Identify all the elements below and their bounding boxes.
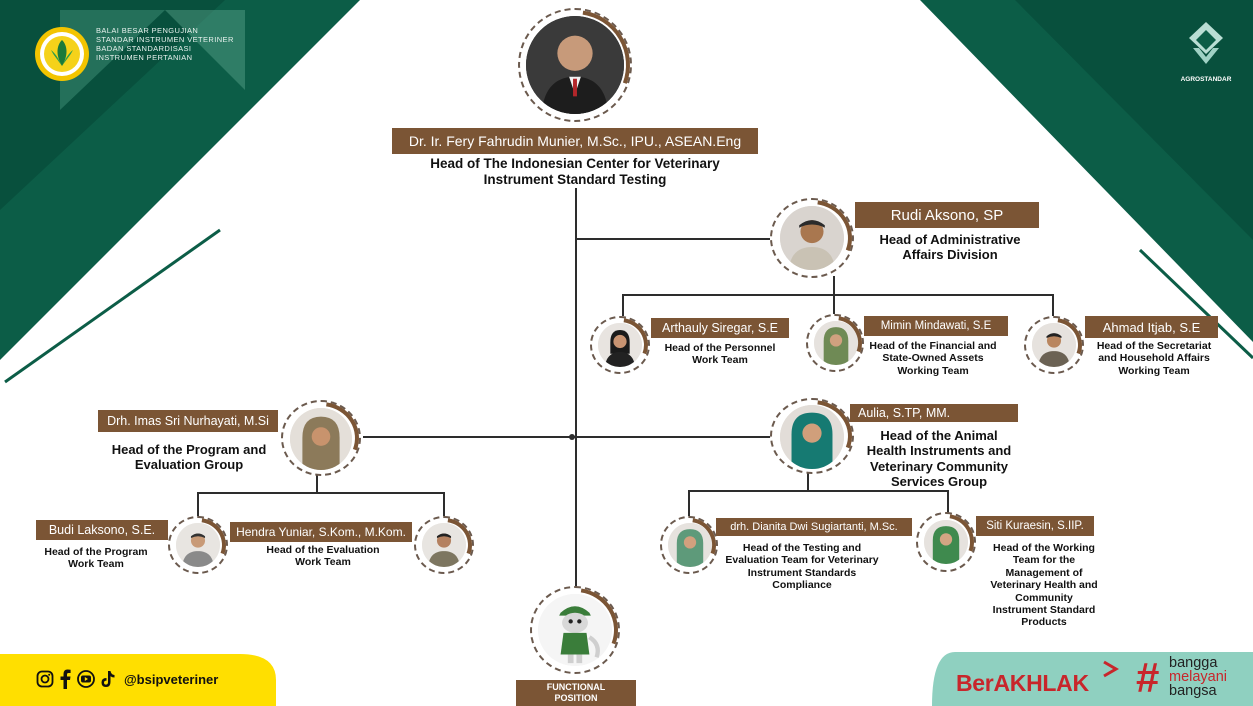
secretariat-photo-frame bbox=[1024, 316, 1084, 374]
animal-teams-bar bbox=[688, 490, 948, 492]
animal-name-tag: Aulia, S.TP, MM. bbox=[850, 404, 1018, 422]
facebook-icon[interactable] bbox=[58, 669, 72, 689]
social-handle[interactable]: @bsipveteriner bbox=[124, 671, 219, 687]
working-team-photo-frame bbox=[916, 512, 976, 572]
institution-name: BALAI BESAR PENGUJIAN STANDAR INSTRUMEN … bbox=[96, 26, 234, 62]
person-photo-icon bbox=[780, 405, 844, 469]
ring-accent-arc bbox=[201, 518, 226, 555]
program-role: Head of the Program and Evaluation Group bbox=[111, 442, 267, 473]
admin-name-tag: Rudi Aksono, SP bbox=[855, 202, 1039, 228]
person-photo-icon bbox=[1032, 323, 1076, 367]
agrostandar-leaf-icon bbox=[1189, 22, 1223, 64]
institution-logo bbox=[34, 26, 90, 82]
person-photo-icon bbox=[814, 321, 858, 365]
evaluation-team-photo-frame bbox=[414, 516, 474, 574]
ring-accent-arc bbox=[582, 10, 630, 84]
berakhlak-logo: BerAKHLAK bbox=[956, 670, 1089, 696]
working-team-role: Head of the Working Team for the Managem… bbox=[990, 542, 1098, 629]
main-trunk-line bbox=[575, 188, 577, 588]
agrostandar-logo: AGROSTANDAR bbox=[1175, 18, 1237, 93]
financial-role: Head of the Financial and State-Owned As… bbox=[869, 340, 997, 377]
animal-photo-frame bbox=[770, 398, 854, 474]
admin-teams-bar bbox=[622, 294, 1054, 296]
testing-team-role: Head of the Testing and Evaluation Team … bbox=[725, 542, 879, 592]
ring-accent-arc bbox=[692, 518, 716, 555]
person-photo-icon bbox=[598, 323, 642, 367]
secretariat-role: Head of the Secretariat and Household Af… bbox=[1096, 340, 1212, 377]
personnel-role: Head of the Personnel Work Team bbox=[664, 342, 776, 367]
admin-team-drop-1 bbox=[622, 294, 624, 316]
head-role: Head of The Indonesian Center for Veteri… bbox=[430, 156, 720, 187]
animal-teams-stem bbox=[807, 472, 809, 492]
animal-role: Head of the Animal Health Instruments an… bbox=[866, 428, 1012, 489]
animal-team-drop-2 bbox=[947, 490, 949, 514]
ring-accent-arc bbox=[447, 518, 472, 555]
person-photo-icon bbox=[924, 520, 968, 564]
social-bar: @bsipveteriner bbox=[36, 668, 218, 690]
person-photo-icon bbox=[526, 16, 624, 114]
testing-team-name-tag: drh. Dianita Dwi Sugiartanti, M.Sc. bbox=[716, 518, 912, 536]
program-name-tag: Drh. Imas Sri Nurhayati, M.Si bbox=[98, 410, 278, 432]
head-name-tag: Dr. Ir. Fery Fahrudin Munier, M.Sc., IPU… bbox=[392, 128, 758, 154]
ring-accent-arc bbox=[580, 588, 618, 645]
personnel-photo-frame bbox=[590, 316, 650, 374]
admin-team-drop-3 bbox=[1052, 294, 1054, 316]
ring-accent-arc bbox=[949, 514, 974, 552]
personnel-name-tag: Arthauly Siregar, S.E bbox=[651, 318, 789, 338]
instagram-icon[interactable] bbox=[36, 670, 54, 688]
secretariat-name-tag: Ahmad Itjab, S.E bbox=[1085, 316, 1218, 338]
financial-name-tag: Mimin Mindawati, S.E bbox=[864, 316, 1008, 336]
evaluation-team-name-tag: Hendra Yuniar, S.Kom., M.Kom. bbox=[230, 522, 412, 542]
junction-dot bbox=[569, 434, 575, 440]
person-photo-icon bbox=[422, 523, 466, 567]
groups-connector bbox=[363, 436, 771, 438]
program-team-role: Head of the Program Work Team bbox=[44, 546, 148, 571]
admin-team-drop-2 bbox=[833, 294, 835, 314]
ring-accent-arc bbox=[817, 200, 852, 252]
person-photo-icon bbox=[176, 523, 220, 567]
admin-connector bbox=[576, 238, 770, 240]
tiktok-icon[interactable] bbox=[100, 670, 116, 688]
agrostandar-label: AGROSTANDAR bbox=[1180, 76, 1232, 83]
mascot-frame bbox=[530, 586, 620, 674]
admin-role: Head of Administrative Affairs Division bbox=[879, 232, 1021, 263]
berakhlak-chevron-icon bbox=[1103, 660, 1119, 678]
admin-photo-frame bbox=[770, 198, 854, 278]
bangga-hash: # bbox=[1136, 654, 1160, 701]
admin-teams-stem bbox=[833, 276, 835, 296]
ring-accent-arc bbox=[1057, 318, 1082, 355]
functional-position-tag: FUNCTIONAL POSITION bbox=[516, 680, 636, 706]
head-photo-frame bbox=[518, 8, 632, 122]
person-photo-icon bbox=[780, 206, 844, 270]
ring-accent-arc bbox=[623, 318, 648, 355]
mascot-icon bbox=[539, 594, 611, 666]
testing-team-photo-frame bbox=[660, 516, 718, 574]
program-team-photo-frame bbox=[168, 516, 228, 574]
person-photo-icon bbox=[668, 523, 712, 567]
program-team-name-tag: Budi Laksono, S.E. bbox=[36, 520, 168, 540]
bangga-melayani-bangsa: bangga melayani bangsa bbox=[1169, 655, 1228, 699]
program-photo-frame bbox=[281, 400, 361, 476]
program-teams-stem bbox=[316, 474, 318, 494]
financial-photo-frame bbox=[806, 314, 864, 372]
evaluation-team-role: Head of the Evaluation Work Team bbox=[266, 544, 380, 569]
youtube-icon[interactable] bbox=[76, 670, 96, 688]
person-photo-icon bbox=[290, 408, 352, 470]
program-team-drop-2 bbox=[443, 492, 445, 518]
ring-accent-arc bbox=[817, 400, 852, 449]
program-team-drop-1 bbox=[197, 492, 199, 518]
ring-accent-arc bbox=[326, 402, 359, 451]
ring-accent-arc bbox=[838, 316, 862, 353]
kementan-emblem-icon bbox=[35, 27, 89, 81]
animal-team-drop-1 bbox=[688, 490, 690, 518]
program-teams-bar bbox=[197, 492, 444, 494]
working-team-name-tag: Siti Kuraesin, S.IIP. bbox=[976, 516, 1094, 536]
